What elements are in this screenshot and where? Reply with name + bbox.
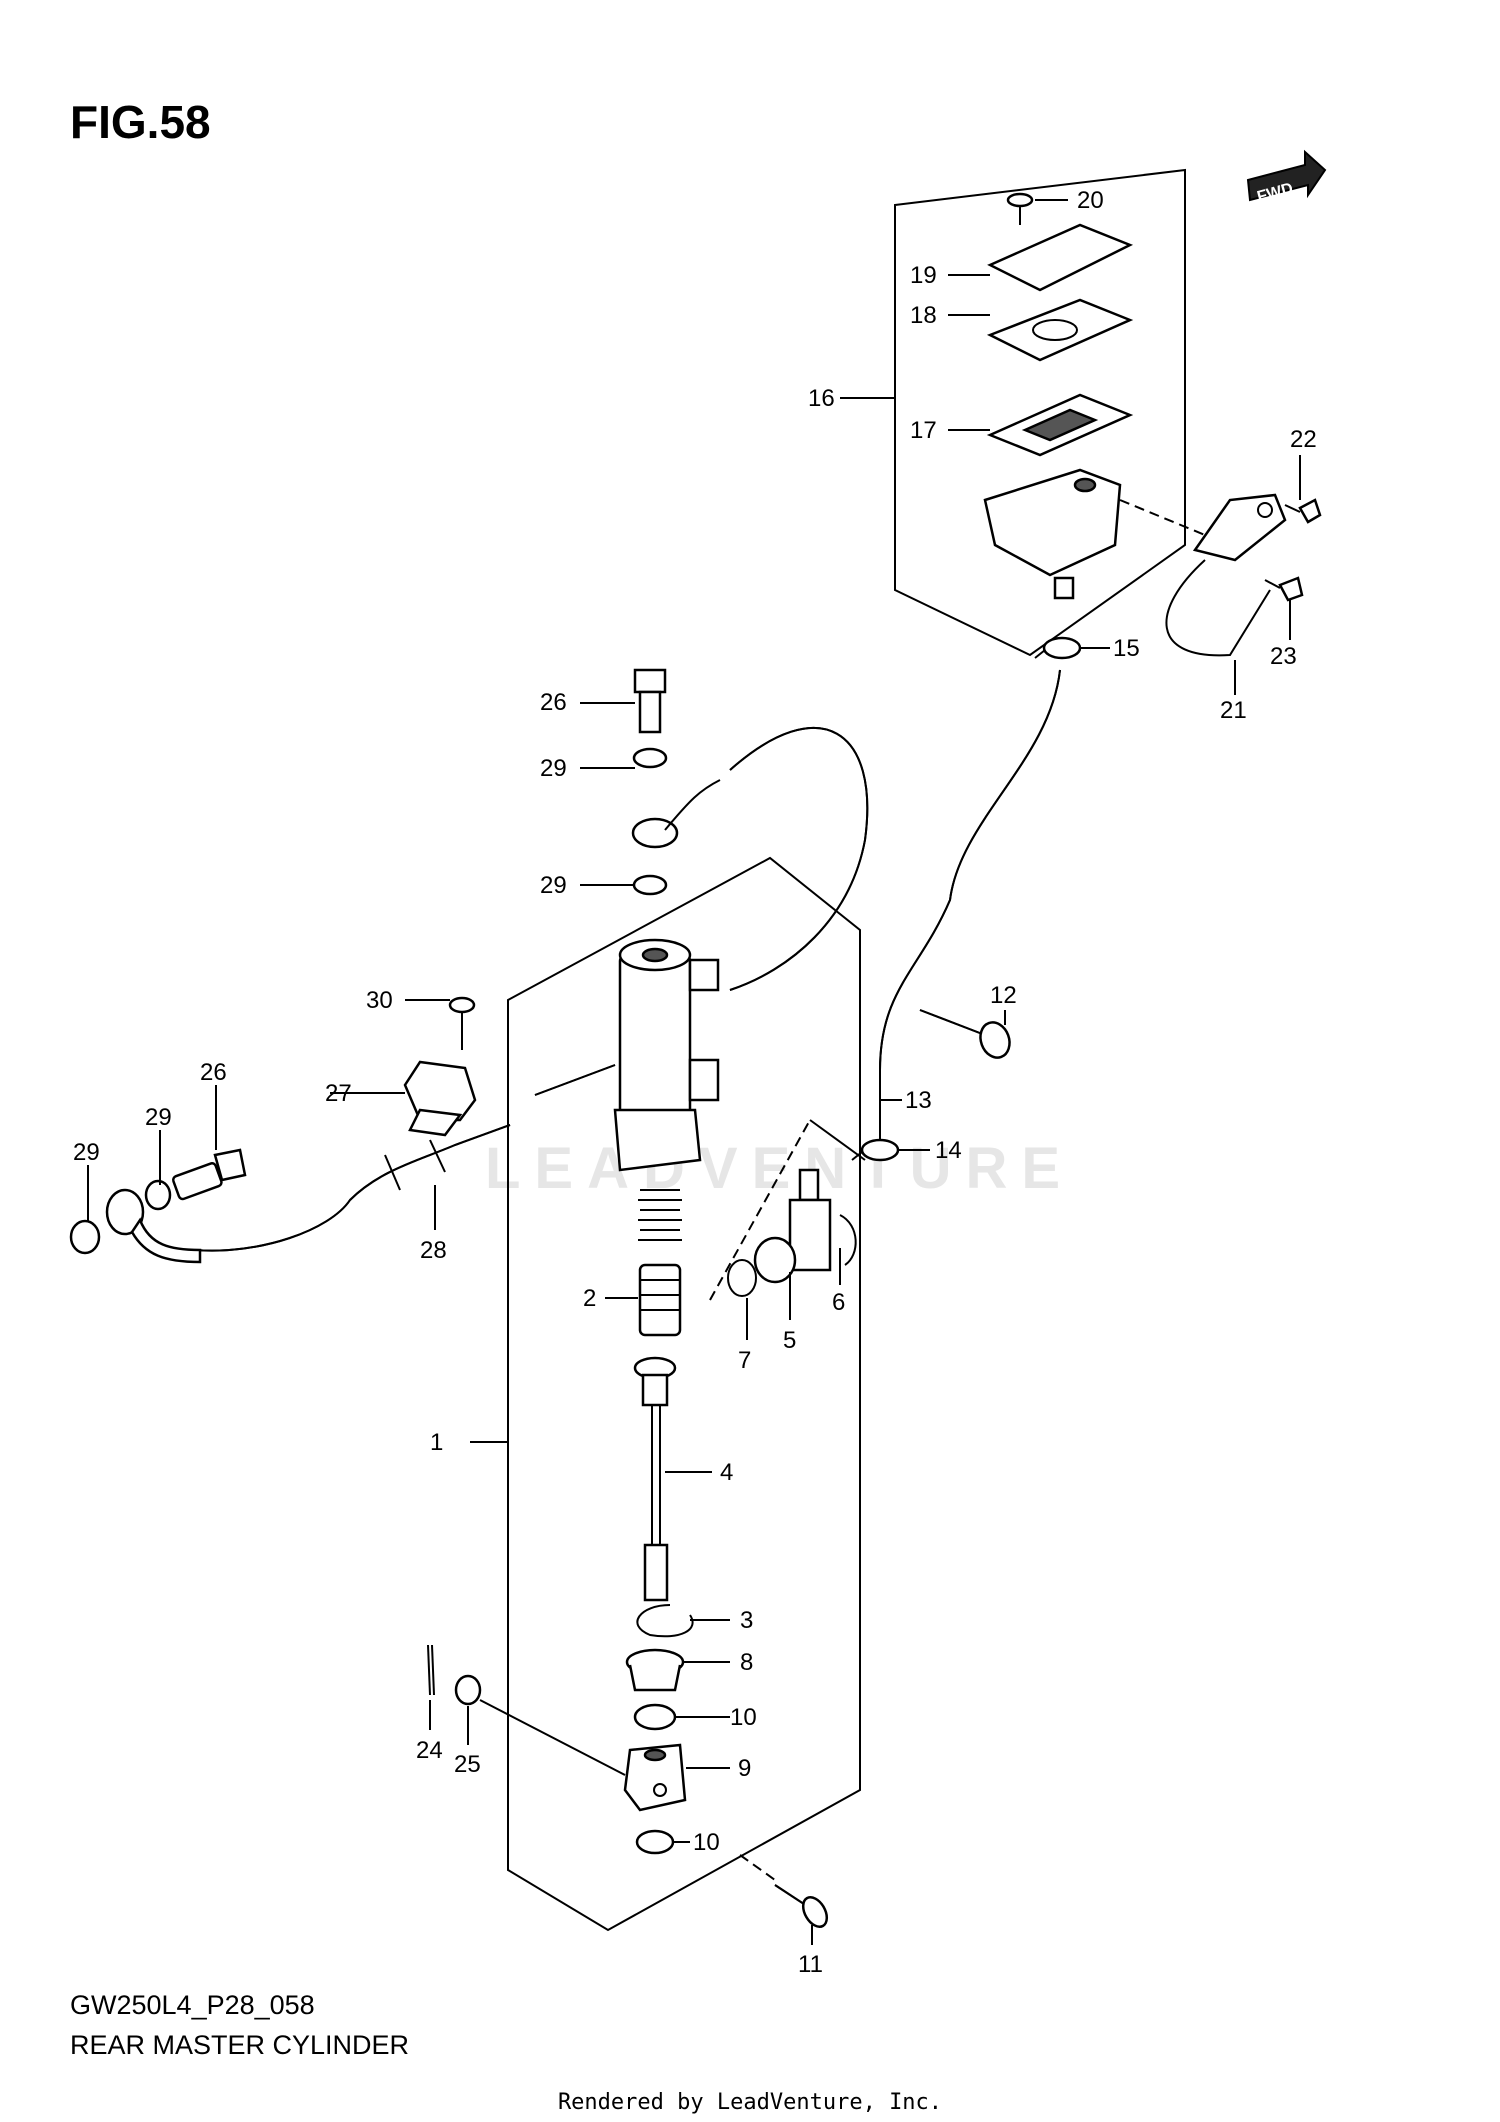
callout-29-mid[interactable]: 29 (540, 872, 567, 899)
forward-direction-arrow: FWD (1246, 149, 1327, 206)
callout-13[interactable]: 13 (905, 1087, 932, 1114)
washer-29-top[interactable] (632, 747, 668, 769)
callout-4[interactable]: 4 (720, 1459, 733, 1486)
figure-caption: REAR MASTER CYLINDER (70, 2030, 410, 2060)
model-code: GW250L4_P28_058 (70, 1990, 315, 2020)
callout-8[interactable]: 8 (740, 1649, 753, 1676)
callout-29-left-b[interactable]: 29 (145, 1104, 172, 1131)
reservoir-cap-19[interactable] (987, 223, 1134, 292)
render-credit: Rendered by LeadVenture, Inc. (557, 2090, 943, 2115)
callout-11[interactable]: 11 (798, 1951, 823, 1978)
hose-clamp-15[interactable] (1034, 636, 1082, 660)
bracket-bolt-23[interactable] (1264, 576, 1304, 602)
callout-5[interactable]: 5 (783, 1327, 796, 1354)
circlip-6[interactable] (839, 1214, 857, 1266)
nut-10-lower[interactable] (635, 1829, 675, 1855)
callout-16[interactable]: 16 (808, 385, 835, 412)
union-bolt-26-left[interactable] (171, 1148, 247, 1201)
union-bolt-26-top[interactable] (633, 668, 667, 734)
cylinder-group-box (507, 856, 861, 1932)
o-ring-7[interactable] (727, 1259, 757, 1297)
callout-17[interactable]: 17 (910, 417, 937, 444)
piston-assembly-2[interactable] (638, 1263, 682, 1337)
callout-2[interactable]: 2 (583, 1285, 596, 1312)
callout-28[interactable]: 28 (420, 1237, 447, 1264)
push-rod-4[interactable] (633, 1356, 677, 1602)
callout-22[interactable]: 22 (1290, 426, 1317, 453)
callout-14[interactable]: 14 (935, 1137, 962, 1164)
boot-8[interactable] (625, 1648, 685, 1692)
callout-26-left[interactable]: 26 (200, 1059, 227, 1086)
reservoir-body[interactable] (983, 468, 1122, 600)
reservoir-group-box (894, 168, 1186, 657)
circlip-3[interactable] (636, 1604, 694, 1638)
diaphragm-plate-17[interactable] (986, 393, 1134, 457)
hose-fitting-5[interactable] (753, 1168, 832, 1284)
callout-3[interactable]: 3 (740, 1607, 753, 1634)
figure-title: FIG.58 (70, 96, 211, 148)
callout-7[interactable]: 7 (738, 1347, 751, 1374)
tube-stub (534, 1064, 616, 1096)
callout-9[interactable]: 9 (738, 1755, 751, 1782)
bracket-bolt-22[interactable] (1284, 498, 1322, 524)
clevis-9[interactable] (623, 1743, 687, 1812)
cotter-pin-24[interactable] (427, 1644, 435, 1696)
callout-21[interactable]: 21 (1220, 697, 1247, 724)
reservoir-hose-13[interactable] (879, 669, 1061, 1140)
callout-19[interactable]: 19 (910, 262, 937, 289)
callout-29-left-a[interactable]: 29 (73, 1139, 100, 1166)
washer-29-lower[interactable] (632, 874, 668, 896)
clamp-screw-30[interactable] (448, 996, 476, 1050)
washer-29-left-b[interactable] (144, 1179, 172, 1211)
reservoir-bracket-21[interactable] (1165, 493, 1287, 657)
upper-hose-fitting[interactable] (631, 779, 721, 849)
reservoir-screw-20[interactable] (1006, 192, 1034, 225)
callout-10-lower[interactable]: 10 (693, 1829, 720, 1856)
callout-27[interactable]: 27 (325, 1080, 352, 1107)
callout-30[interactable]: 30 (366, 987, 393, 1014)
washer-29-left-a[interactable] (69, 1219, 101, 1255)
washer-25[interactable] (454, 1674, 482, 1706)
callout-1[interactable]: 1 (430, 1429, 443, 1456)
callout-24[interactable]: 24 (416, 1737, 443, 1764)
callout-12[interactable]: 12 (990, 982, 1017, 1009)
callout-25[interactable]: 25 (454, 1751, 481, 1778)
hose-clamp-14[interactable] (851, 1138, 900, 1162)
callout-6[interactable]: 6 (832, 1289, 845, 1316)
callout-29-top[interactable]: 29 (540, 755, 567, 782)
callout-26-top[interactable]: 26 (540, 689, 567, 716)
hose-clamp-27[interactable] (403, 1060, 477, 1137)
diaphragm-18[interactable] (986, 298, 1134, 362)
nut-10-upper[interactable] (633, 1703, 677, 1731)
callout-10-upper[interactable]: 10 (730, 1704, 757, 1731)
lower-hose-banjo[interactable] (105, 1188, 202, 1264)
piston-spring (638, 1189, 682, 1241)
leader-lines (87, 199, 1301, 1945)
callout-18[interactable]: 18 (910, 302, 937, 329)
upper-brake-hose[interactable] (729, 727, 869, 991)
clevis-pin-11[interactable] (774, 1884, 832, 1931)
callout-20[interactable]: 20 (1077, 187, 1104, 214)
lower-brake-hose-28[interactable] (194, 1124, 511, 1252)
callout-15[interactable]: 15 (1113, 635, 1140, 662)
callout-23[interactable]: 23 (1270, 643, 1297, 670)
watermark-text: LEADVENTURE (485, 1136, 1075, 1201)
bolt-12[interactable] (919, 1009, 1014, 1062)
master-cylinder-body[interactable] (613, 938, 720, 1172)
